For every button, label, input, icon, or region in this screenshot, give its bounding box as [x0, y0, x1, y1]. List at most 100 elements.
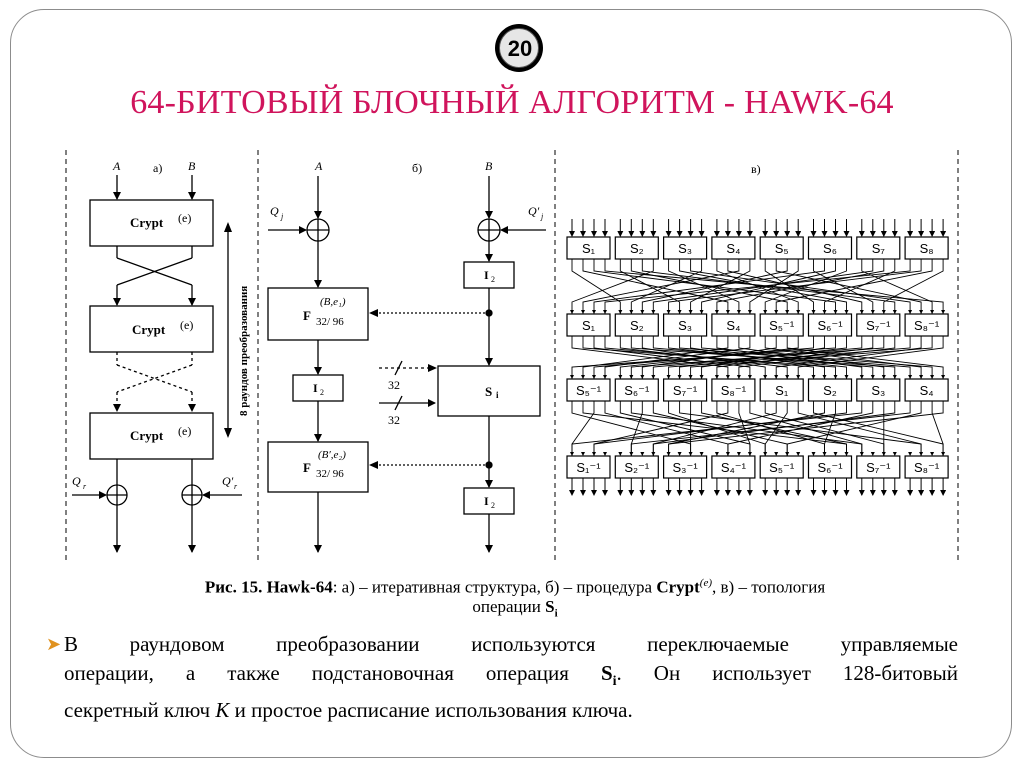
wire — [571, 336, 729, 379]
panel-a-input-a: A — [112, 159, 121, 173]
wire-arrowhead — [785, 310, 790, 314]
wire-arrowhead — [747, 452, 752, 456]
wire-arrowhead — [844, 310, 849, 314]
slide-title: 64-БИТОВЫЙ БЛОЧНЫЙ АЛГОРИТМ - HAWK-64 — [130, 84, 894, 121]
i2-box-1-sub: 2 — [491, 275, 495, 284]
wire-arrowhead — [688, 452, 693, 456]
wire-arrowhead — [581, 375, 585, 379]
wire-arrowhead — [796, 310, 801, 314]
wire-arrowhead — [919, 310, 924, 314]
wire — [797, 401, 922, 456]
caption-s-sub: i — [554, 607, 558, 620]
wire — [786, 401, 922, 456]
wire-arrowhead — [714, 375, 719, 379]
wire-arrowhead — [941, 375, 946, 379]
wire — [593, 259, 825, 314]
sbox-3-1 — [566, 378, 611, 402]
i2-box-3-label: I — [484, 494, 489, 508]
wire — [571, 336, 836, 379]
sbox-label: S₆⁻¹ — [817, 460, 843, 475]
sbox-label: S₅ — [775, 241, 789, 256]
wire-arrowhead — [833, 310, 838, 314]
sbox-label: S₃ — [678, 241, 692, 256]
wire-arrowhead — [811, 310, 816, 314]
sbox-3-8 — [904, 378, 949, 402]
wire-arrowhead — [651, 452, 656, 456]
wire — [775, 259, 922, 314]
key-qj-right: Q′ — [528, 204, 540, 218]
wire — [764, 336, 922, 379]
wire — [668, 259, 740, 314]
wire-arrowhead — [930, 310, 935, 314]
wire-arrowhead — [725, 452, 730, 456]
wire — [716, 259, 885, 314]
sbox-label: S₁ — [775, 383, 789, 398]
wire — [641, 259, 788, 314]
wire — [883, 259, 944, 314]
wire-arrowhead — [774, 452, 779, 456]
sbox-1-1 — [566, 236, 611, 260]
wire-arrowhead — [822, 310, 827, 314]
bus-width-1: 32 — [388, 378, 400, 392]
wire — [630, 259, 703, 314]
wire — [727, 401, 874, 456]
wire — [668, 401, 944, 456]
caption-line2: операции — [472, 596, 546, 616]
key-qr-left: Q — [72, 474, 81, 488]
i2-box-2-sub: 2 — [320, 388, 324, 397]
bullet-s-sub: i — [612, 674, 617, 690]
sbox-3-2 — [614, 378, 659, 402]
sbox-3-3 — [662, 378, 708, 402]
sbox-3-4 — [711, 378, 756, 402]
sbox-label: S₄ — [726, 241, 740, 256]
f-box-2-param: (B′,e₂) — [318, 449, 346, 461]
wire — [571, 259, 654, 314]
wire-arrowhead — [640, 452, 645, 456]
sbox-label: S₅⁻¹ — [576, 383, 602, 398]
wire-arrowhead — [747, 375, 752, 379]
sbox-1-6 — [807, 236, 853, 260]
wire-arrowhead — [570, 310, 574, 314]
panel-b-input-b: B — [485, 159, 493, 173]
wire — [690, 259, 751, 314]
wire-arrowhead — [811, 375, 816, 379]
sbox-label: S₇⁻¹ — [673, 383, 698, 398]
wire — [604, 259, 911, 314]
f-box-1-label: F — [303, 308, 311, 323]
wire-arrowhead — [629, 452, 634, 456]
wire-arrowhead — [592, 452, 596, 456]
wire-arrowhead — [870, 375, 875, 379]
wire-arrowhead — [763, 310, 768, 314]
wire-arrowhead — [919, 375, 924, 379]
sbox-2-2 — [614, 313, 659, 337]
wire-arrowhead — [677, 375, 682, 379]
wire-arrowhead — [736, 375, 741, 379]
panel-c-label: в) — [751, 162, 761, 176]
key-qj-left-sub: j — [280, 212, 284, 221]
wire — [775, 336, 922, 379]
wire-arrowhead — [714, 310, 719, 314]
wire-arrowhead — [640, 375, 645, 379]
wire-arrowhead — [785, 375, 790, 379]
wire-arrowhead — [859, 375, 864, 379]
sbox-label: S₂ — [630, 241, 644, 256]
wire — [604, 336, 751, 379]
sbox-label: S₆⁻¹ — [624, 383, 650, 398]
wire — [813, 259, 874, 314]
sbox-3-7 — [856, 378, 901, 402]
wire-arrowhead — [930, 452, 935, 456]
wire-arrowhead — [629, 310, 634, 314]
sbox-label: S₂ — [630, 318, 644, 333]
caption-part1: : а) – итеративная структура, б) – проце… — [332, 577, 657, 597]
sbox-label: S₆⁻¹ — [817, 318, 843, 333]
wire — [813, 401, 944, 456]
slide-frame — [10, 9, 1012, 758]
wire-arrowhead — [881, 452, 886, 456]
sbox-label: S₈⁻¹ — [721, 383, 747, 398]
bullet-key-k: K — [215, 698, 230, 723]
wire — [764, 259, 847, 314]
sbox-4-1 — [566, 455, 611, 479]
wire-arrowhead — [581, 452, 585, 456]
sbox-4-3 — [662, 455, 708, 479]
wire — [582, 259, 729, 314]
